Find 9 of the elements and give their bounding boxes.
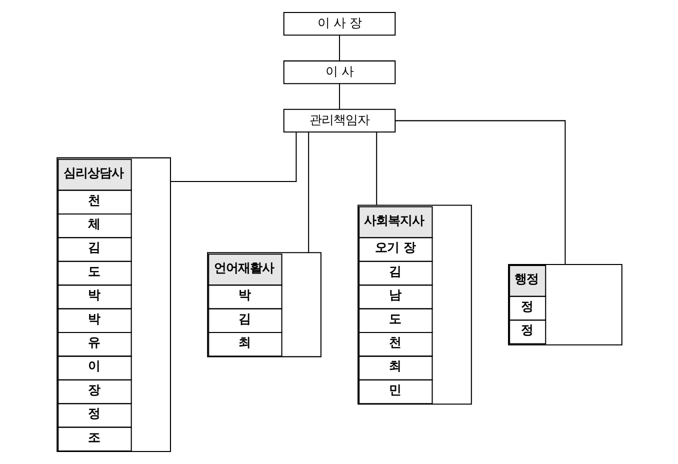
connector [338, 36, 340, 61]
connector [394, 120, 566, 264]
connector [170, 132, 296, 182]
connector [338, 84, 340, 110]
node-box: 이 사 장 [282, 12, 396, 36]
connector [376, 132, 377, 205]
node-box: 이 사 [282, 60, 396, 84]
node-box: 관리책임자 [282, 108, 396, 133]
connector [308, 132, 309, 253]
